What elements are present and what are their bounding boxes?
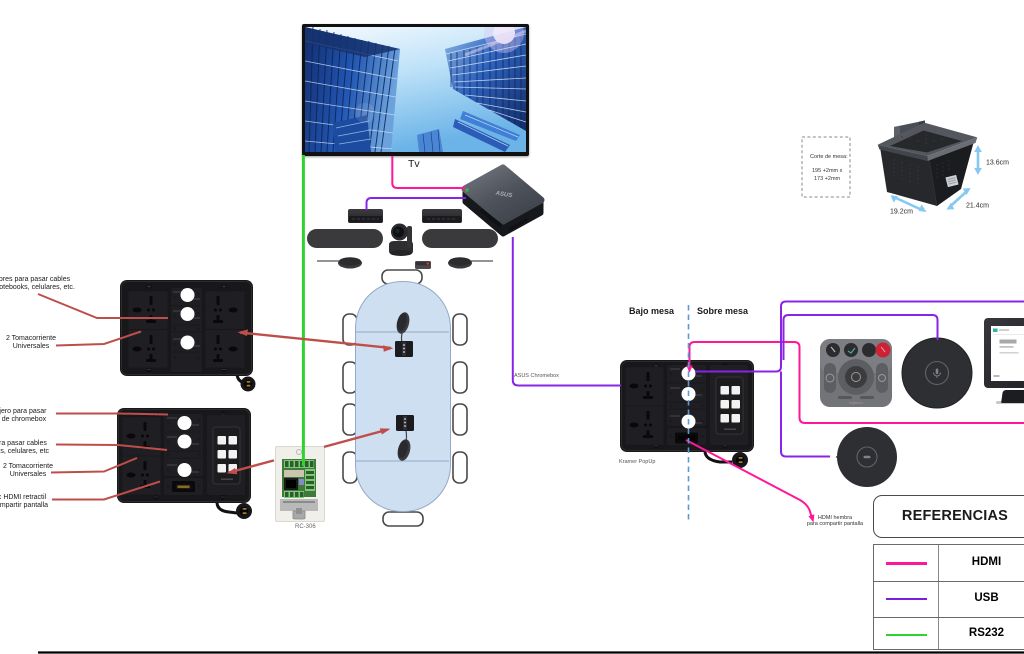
svg-text:logitech: logitech [849,400,863,405]
svg-text:19.2cm: 19.2cm [890,209,913,216]
svg-text:173 +2mm: 173 +2mm [814,176,841,182]
svg-text:195 +2mm x: 195 +2mm x [812,168,843,174]
svg-text:ASUS: ASUS [494,191,512,200]
svg-text:Corte de mesa:: Corte de mesa: [810,154,848,160]
svg-text:21.4cm: 21.4cm [966,203,989,210]
svg-text:13.6cm: 13.6cm [986,160,1009,167]
